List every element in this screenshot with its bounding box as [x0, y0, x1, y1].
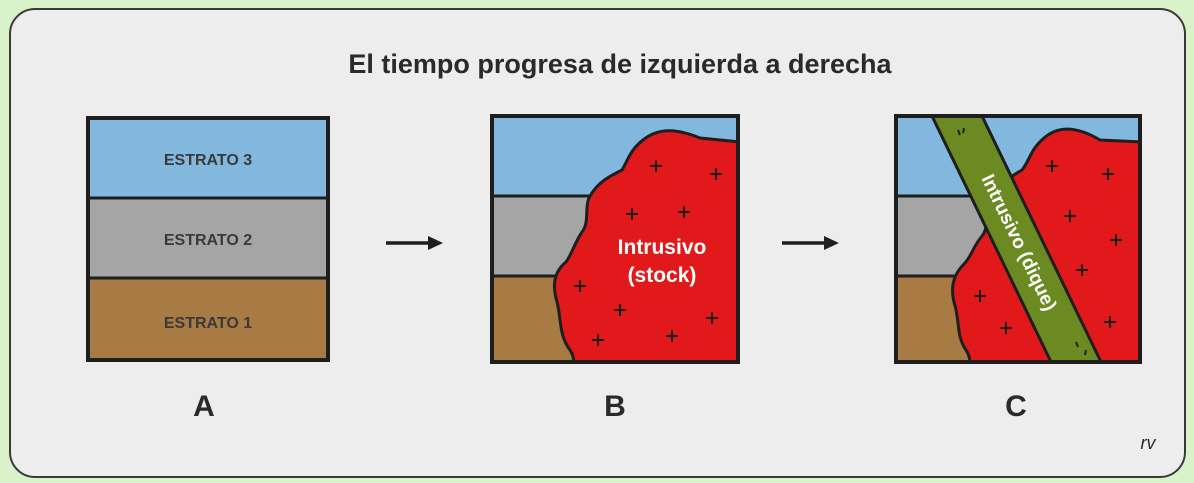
- panel-label-b: B: [604, 390, 626, 423]
- signature: rv: [1141, 433, 1157, 453]
- panel-c: Intrusivo (dique): [894, 114, 1142, 364]
- panel-a: ESTRATO 3 ESTRATO 2 ESTRATO 1: [86, 116, 330, 362]
- stock-crosses: [974, 160, 1122, 334]
- stock-label-line2: (stock): [628, 264, 697, 287]
- estrato-1-layer: [88, 278, 328, 360]
- panel-label-a: A: [193, 390, 215, 423]
- stock-crosses: [574, 160, 722, 346]
- dike-marks: [957, 127, 1087, 356]
- estrato-2-layer: [88, 198, 328, 278]
- panel-b: Intrusivo (stock): [490, 114, 740, 364]
- estrato-1-label: ESTRATO 1: [164, 315, 252, 332]
- estrato-2-label: ESTRATO 2: [164, 232, 252, 249]
- diagram-title: El tiempo progresa de izquierda a derech…: [348, 49, 892, 79]
- arrow-right-icon: [782, 236, 839, 250]
- stock-intrusion: [552, 129, 738, 362]
- stock-label-line1: Intrusivo: [618, 236, 707, 259]
- estrato-3-layer: [88, 118, 328, 198]
- dike-intrusion: [930, 116, 1103, 362]
- estrato-3-label: ESTRATO 3: [164, 152, 252, 169]
- arrow-right-icon: [386, 236, 443, 250]
- panel-label-c: C: [1005, 390, 1027, 423]
